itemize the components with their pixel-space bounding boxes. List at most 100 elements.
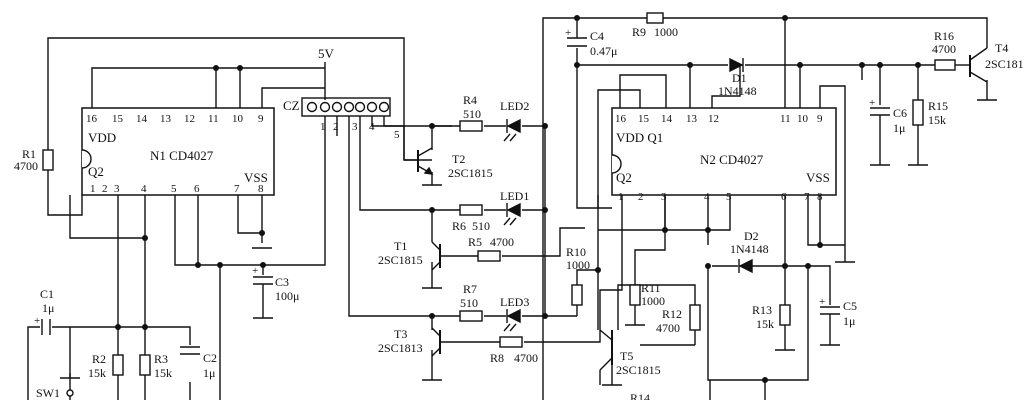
resistor-r3 (139, 354, 151, 376)
resistor-r6 (459, 204, 483, 216)
n1-pin-11: 11 (208, 113, 219, 125)
r10-value: 1000 (566, 258, 590, 272)
t4-value: 2SC181 (985, 57, 1024, 71)
n2-pin-15: 15 (638, 113, 650, 125)
r16-ref: R16 (934, 29, 954, 43)
r10-ref: R10 (566, 245, 586, 259)
t3-value: 2SC1813 (378, 341, 423, 355)
n2-pin-2: 2 (638, 191, 644, 203)
n1-pin-9: 9 (258, 113, 264, 125)
n2-q2-label: Q2 (616, 170, 632, 185)
ic-n1: VDD Q2 VSS N1 CD4027 16 15 14 13 12 11 1… (81, 107, 275, 196)
c6-value: 1μ (893, 121, 905, 135)
resistor-r15 (912, 99, 924, 126)
n1-vss-label: VSS (244, 170, 268, 185)
resistor-r5 (477, 250, 501, 262)
r6-ref: R6 (452, 219, 466, 233)
c5-ref: C5 (843, 299, 857, 313)
r7-value: 510 (460, 296, 478, 310)
c5-plus: + (819, 296, 825, 308)
r13-value: 15k (756, 317, 774, 331)
n1-pin-12: 12 (184, 113, 195, 125)
n2-vddq1-label: VDD Q1 (616, 130, 663, 145)
n2-vss-label: VSS (806, 170, 830, 185)
n1-name: N1 CD4027 (150, 148, 214, 163)
r11-ref: R11 (641, 281, 661, 295)
r16-value: 4700 (932, 42, 956, 56)
resistor-r2 (112, 354, 124, 376)
r8-value: 4700 (514, 351, 538, 365)
led2-ref: LED2 (500, 99, 529, 113)
r13-ref: R13 (752, 303, 772, 317)
connector-pin-3: 3 (352, 121, 358, 133)
diodes: D1 1N4148 D2 1N4148 LED2 LED1 LED3 (500, 57, 769, 332)
resistor-r11 (629, 284, 641, 306)
r12-ref: R12 (662, 307, 682, 321)
t1-ref: T1 (394, 239, 407, 253)
n1-pin-8: 8 (258, 183, 264, 195)
n1-pin-10: 10 (232, 113, 244, 125)
resistor-r10 (571, 284, 583, 306)
d2-ref: D2 (744, 229, 759, 243)
led1-ref: LED1 (500, 189, 529, 203)
junction-dots (115, 15, 921, 383)
r1-ref: R1 (22, 147, 36, 161)
n1-pin-5: 5 (171, 183, 177, 195)
resistor-r13 (779, 304, 791, 326)
n1-vdd-label: VDD (88, 130, 116, 145)
n1-pin-6: 6 (194, 183, 200, 195)
supply-label: 5V (318, 46, 335, 61)
n2-pin-4: 4 (704, 191, 710, 203)
r7-ref: R7 (463, 282, 477, 296)
c3-value: 100μ (275, 289, 299, 303)
r4-ref: R4 (463, 93, 477, 107)
c1-ref: C1 (40, 287, 54, 301)
led3-ref: LED3 (500, 295, 529, 309)
connector-pin-2: 2 (333, 121, 339, 133)
c5-value: 1μ (843, 314, 855, 328)
n2-pin-6: 6 (781, 191, 787, 203)
r6-value: 510 (472, 219, 490, 233)
c3-ref: C3 (275, 275, 289, 289)
r5-ref: R5 (468, 235, 482, 249)
r15-value: 15k (928, 113, 946, 127)
n2-pin-1: 1 (618, 191, 624, 203)
n1-q2-label: Q2 (88, 164, 104, 179)
c6-ref: C6 (893, 106, 907, 120)
connector-pin-1: 1 (320, 121, 326, 133)
t1-value: 2SC1815 (378, 253, 423, 267)
c4-plus: + (565, 27, 571, 39)
n1-pin-7: 7 (234, 183, 240, 195)
capacitors: + C1 1μ C2 1μ + C3 100μ + C4 0.47μ + C5 … (34, 27, 907, 380)
n2-pin-14: 14 (661, 113, 673, 125)
ic-n2: VDD Q1 Q2 VSS N2 CD4027 16 15 14 13 12 1… (611, 107, 837, 203)
resistor-r12 (689, 304, 701, 331)
n2-pin-3: 3 (661, 191, 667, 203)
transistors: T2 2SC1815 T1 2SC1815 T3 2SC1813 T4 2SC1… (378, 40, 1024, 385)
resistor-r1 (42, 149, 54, 171)
t3-ref: T3 (394, 327, 407, 341)
r2-ref: R2 (92, 352, 106, 366)
t4-ref: T4 (995, 41, 1008, 55)
connector-cz: 5V CZ 1 2 3 4 5 (283, 46, 400, 141)
t2-value: 2SC1815 (448, 166, 493, 180)
n1-pin-14: 14 (136, 113, 148, 125)
n2-pin-13: 13 (686, 113, 698, 125)
n2-pin-12: 12 (708, 113, 719, 125)
c2-value: 1μ (203, 366, 215, 380)
resistor-r16 (934, 59, 956, 71)
connector-label: CZ (283, 98, 300, 113)
r12-value: 4700 (656, 321, 680, 335)
c6-plus: + (869, 97, 875, 109)
c4-ref: C4 (590, 29, 604, 43)
r3-ref: R3 (154, 352, 168, 366)
n2-pin-10: 10 (797, 113, 809, 125)
d1-value: 1N4148 (718, 84, 757, 98)
resistor-r8 (499, 336, 523, 348)
resistor-r9 (646, 12, 664, 24)
n1-pin-1: 1 (90, 183, 96, 195)
c4-value: 0.47μ (590, 44, 617, 58)
r3-value: 15k (154, 366, 172, 380)
n2-pin-16: 16 (615, 113, 627, 125)
